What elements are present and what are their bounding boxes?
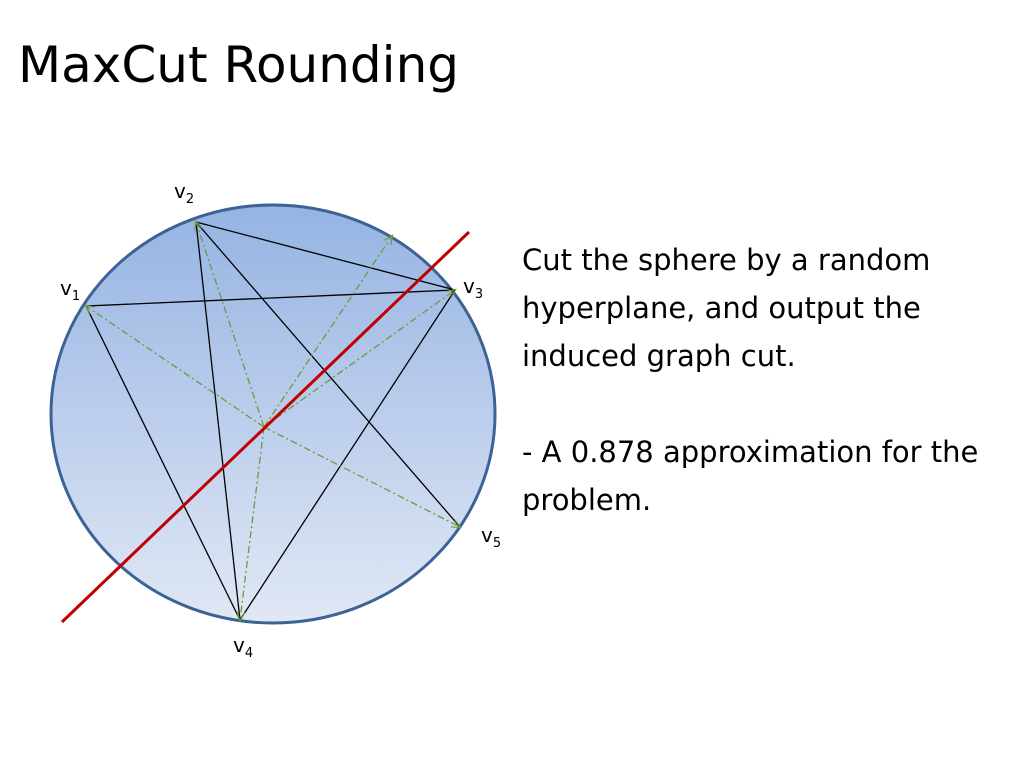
- vertex-label-v4: v4: [233, 633, 253, 661]
- vertex-label-v2: v2: [174, 179, 194, 207]
- vector-to-v2: [196, 222, 265, 428]
- vector-to-v5: [263, 426, 460, 527]
- vector-to-v1: [86, 306, 265, 428]
- edge-v2-v3: [195, 221, 456, 291]
- edge-v1-v3: [85, 289, 456, 307]
- vector-to-v4: [240, 426, 265, 620]
- hyperplane-line: [60, 230, 471, 624]
- slide-body: Cut the sphere by a random hyperplane, a…: [522, 236, 1002, 524]
- body-paragraph-approximation: - A 0.878 approximation for the problem.: [522, 435, 979, 517]
- body-paragraph-cut: Cut the sphere by a random hyperplane, a…: [522, 243, 931, 373]
- edge-v3-v4: [239, 289, 456, 621]
- edge-v1-v4: [85, 305, 241, 621]
- graph-edges: [85, 221, 461, 621]
- vector-up-right: [263, 236, 392, 428]
- edge-v2-v5: [195, 221, 461, 528]
- vector-to-v3: [263, 290, 455, 428]
- edge-v2-v4: [195, 221, 241, 621]
- vertex-label-v5: v5: [481, 523, 501, 551]
- vector-arrows: [86, 222, 460, 620]
- slide-title: MaxCut Rounding: [18, 36, 459, 94]
- vertex-label-v3: v3: [463, 274, 483, 302]
- vertex-label-v1: v1: [60, 276, 80, 304]
